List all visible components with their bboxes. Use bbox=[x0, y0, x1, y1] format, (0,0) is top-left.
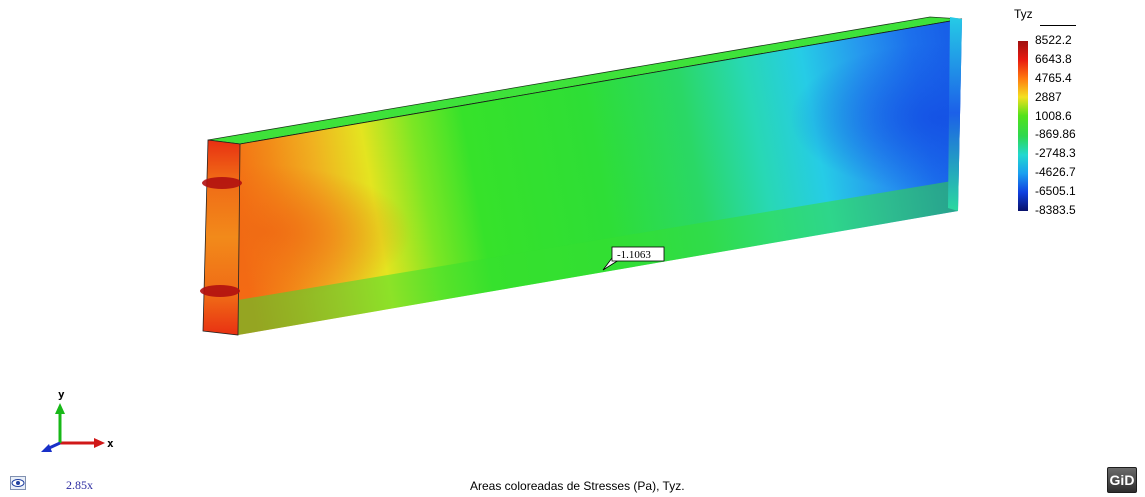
cold-region bbox=[238, 19, 962, 335]
legend-value: -869.86 bbox=[1035, 127, 1076, 142]
beam-right-end bbox=[948, 17, 962, 211]
legend-value: -2748.3 bbox=[1035, 146, 1076, 161]
zoom-level: 2.85x bbox=[66, 478, 93, 492]
left-end-hotspot-lower bbox=[200, 285, 240, 297]
legend-value: 2887 bbox=[1035, 89, 1062, 104]
x-axis-label: x bbox=[107, 437, 114, 450]
axis-triad bbox=[41, 403, 105, 452]
x-axis-arrow bbox=[94, 438, 105, 448]
legend-value: 8522.2 bbox=[1035, 33, 1072, 47]
front-face-edge bbox=[239, 18, 963, 145]
y-axis-arrow bbox=[55, 403, 65, 414]
legend-value: 6643.8 bbox=[1035, 51, 1072, 66]
gid-logo-button[interactable]: GiD bbox=[1107, 467, 1137, 493]
legend-value: -4626.7 bbox=[1035, 165, 1076, 180]
legend-value: 1008.6 bbox=[1035, 108, 1072, 123]
legend-labels: 8522.2 6643.8 4765.4 2887 1008.6 -869.86… bbox=[1035, 33, 1115, 217]
probe-box bbox=[611, 246, 665, 262]
left-end-hotspot-upper bbox=[202, 177, 242, 189]
y-axis-label: y bbox=[58, 388, 65, 401]
legend-value: -8383.5 bbox=[1035, 202, 1076, 217]
legend-title-underline bbox=[1040, 25, 1076, 26]
legend-color-bar bbox=[1018, 41, 1028, 211]
status-message: Areas coloreadas de Stresses (Pa), Tyz. bbox=[470, 479, 685, 493]
eye-icon[interactable] bbox=[10, 476, 26, 490]
beam-left-end bbox=[202, 139, 241, 336]
legend-value: -6505.1 bbox=[1035, 184, 1076, 198]
z-axis-arrow bbox=[41, 444, 52, 452]
legend-value: 4765.4 bbox=[1035, 70, 1072, 85]
probe-label[interactable]: -1.1063 bbox=[602, 246, 665, 271]
beam-model bbox=[200, 16, 963, 336]
probe-value: -1.1063 bbox=[617, 249, 651, 261]
legend-title: Tyz bbox=[1014, 7, 1033, 21]
lower-band bbox=[238, 180, 958, 335]
